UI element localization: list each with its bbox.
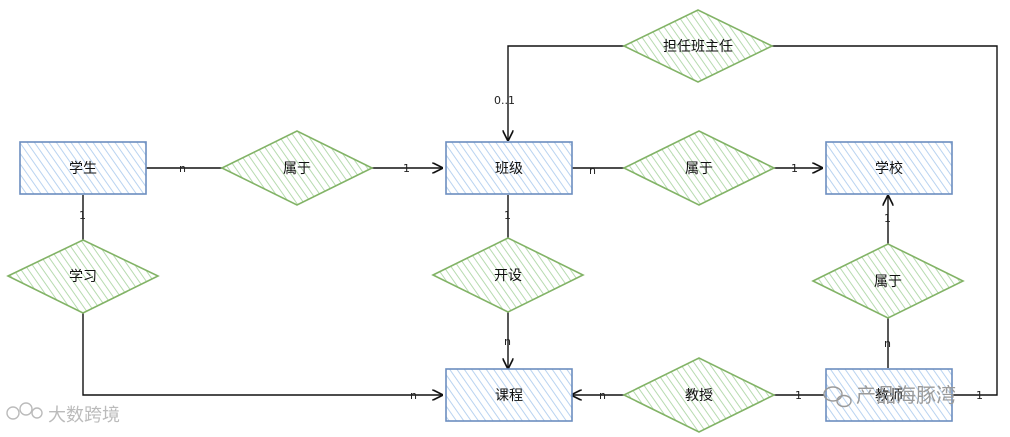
entity-course-box bbox=[445, 368, 573, 422]
watermark-right-text: 产品海豚湾 bbox=[856, 383, 956, 407]
entity-student[interactable]: 学生 bbox=[19, 141, 147, 195]
rel-student-class-label: 属于 bbox=[283, 161, 311, 177]
rel-class-course-label: 开设 bbox=[494, 268, 522, 284]
entity-teacher-box bbox=[825, 368, 953, 422]
card-class-open: 1 bbox=[504, 209, 511, 222]
edges bbox=[82, 45, 998, 396]
rel-teacher-class-label: 担任班主任 bbox=[663, 39, 733, 55]
rel-teacher-class-shape bbox=[622, 9, 774, 83]
entity-class-label: 班级 bbox=[495, 161, 523, 177]
entity-teacher-label: 教师 bbox=[875, 388, 903, 404]
entity-school-label: 学校 bbox=[875, 160, 903, 177]
entity-course[interactable]: 课程 bbox=[445, 368, 573, 422]
rel-teacher-course-shape bbox=[622, 357, 776, 433]
card-teach-course: n bbox=[599, 389, 606, 402]
rel-student-class[interactable]: 属于 bbox=[220, 130, 374, 206]
card-rel-class: 1 bbox=[403, 162, 410, 175]
card-student-study: 1 bbox=[79, 209, 86, 222]
rel-class-course[interactable]: 开设 bbox=[431, 237, 585, 313]
rel-teacher-course-label: 教授 bbox=[685, 388, 713, 404]
watermark-left-logo-icon bbox=[6, 402, 43, 420]
rel-teacher-class[interactable]: 担任班主任 bbox=[622, 9, 774, 83]
card-rel-school: 1 bbox=[791, 162, 798, 175]
edge-teacher-head bbox=[772, 45, 998, 396]
rel-student-course-shape bbox=[6, 239, 160, 314]
edge-head-class bbox=[508, 45, 624, 140]
card-teacher-teach: 1 bbox=[795, 389, 802, 402]
card-class-rel: n bbox=[589, 164, 596, 177]
wechat-icon bbox=[823, 386, 852, 408]
entity-student-box bbox=[19, 141, 147, 195]
rel-teacher-school-shape bbox=[811, 243, 965, 319]
rel-student-course-label: 学习 bbox=[69, 269, 97, 285]
watermark-left: 大数跨境 bbox=[6, 402, 120, 426]
rel-teacher-course[interactable]: 教授 bbox=[622, 357, 776, 433]
rel-student-class-shape bbox=[220, 130, 374, 206]
rel-class-school-label: 属于 bbox=[685, 161, 713, 177]
entity-school-box bbox=[825, 141, 953, 195]
card-study-course: n bbox=[410, 389, 417, 402]
entity-student-label: 学生 bbox=[69, 161, 97, 177]
entity-class[interactable]: 班级 bbox=[445, 141, 573, 195]
edge-study-course bbox=[82, 313, 442, 395]
cardinalities: n 1 n 1 1 n 1 n n 1 1 n 0..1 1 bbox=[79, 94, 983, 402]
card-student-rel: n bbox=[179, 162, 186, 175]
card-teacher-head: 1 bbox=[976, 389, 983, 402]
rel-class-school[interactable]: 属于 bbox=[622, 130, 776, 206]
card-rel-school-teacher: 1 bbox=[884, 212, 891, 225]
rel-class-course-shape bbox=[431, 237, 585, 313]
watermark-right: 产品海豚湾 bbox=[823, 383, 956, 408]
entity-course-label: 课程 bbox=[495, 388, 523, 404]
entity-school[interactable]: 学校 bbox=[825, 141, 953, 195]
card-open-course: n bbox=[504, 335, 511, 348]
rel-teacher-school[interactable]: 属于 bbox=[811, 243, 965, 319]
rel-teacher-school-label: 属于 bbox=[874, 274, 902, 290]
rel-student-course[interactable]: 学习 bbox=[6, 239, 160, 314]
entity-class-box bbox=[445, 141, 573, 195]
card-teacher-rel-school: n bbox=[884, 337, 891, 350]
entity-teacher[interactable]: 教师 bbox=[825, 368, 953, 422]
watermark-left-text: 大数跨境 bbox=[48, 405, 120, 426]
card-head-class: 0..1 bbox=[494, 94, 515, 107]
rel-class-school-shape bbox=[622, 130, 776, 206]
